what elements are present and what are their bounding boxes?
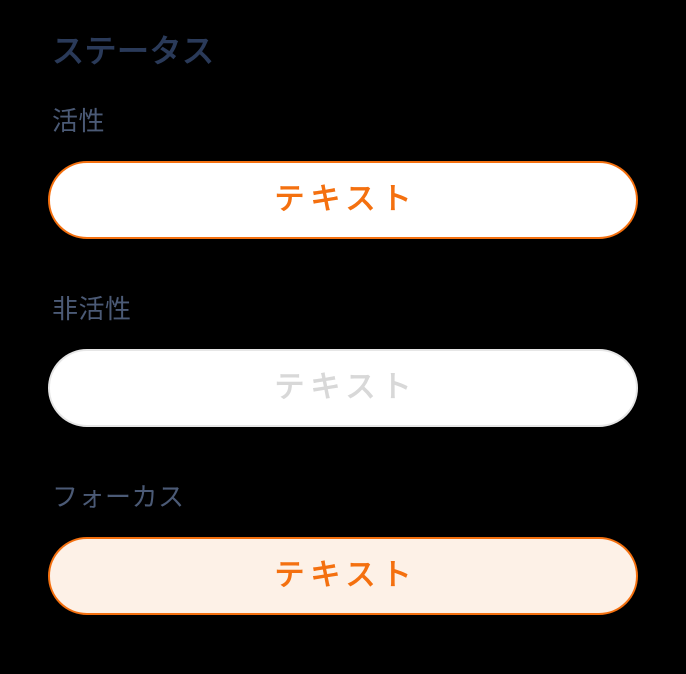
page-title: ステータス <box>52 33 215 69</box>
text-button-active[interactable]: テキスト <box>48 160 638 239</box>
state-group-active: 活性 テキスト <box>48 106 638 239</box>
state-label-disabled: 非活性 <box>52 294 132 324</box>
text-button-disabled: テキスト <box>48 348 638 427</box>
state-group-focus: フォーカス テキスト <box>48 482 638 615</box>
state-label-active: 活性 <box>52 106 106 136</box>
state-group-disabled: 非活性 テキスト <box>48 294 638 427</box>
text-button-focus[interactable]: テキスト <box>48 536 638 615</box>
state-label-focus: フォーカス <box>52 482 185 512</box>
